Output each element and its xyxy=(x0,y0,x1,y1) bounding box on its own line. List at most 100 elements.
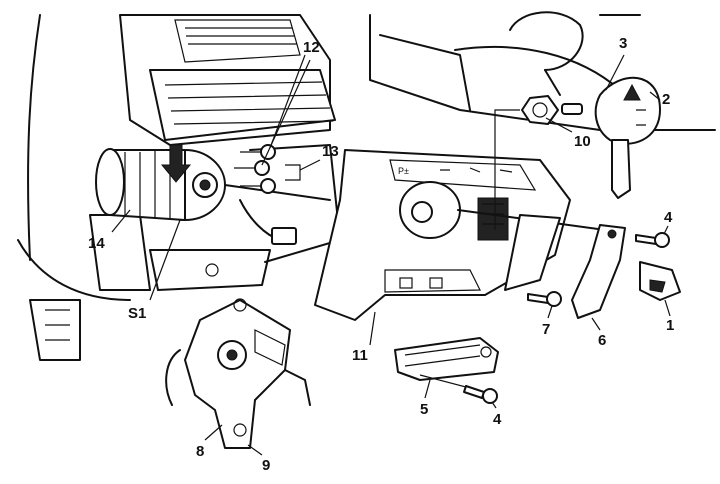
knob-center xyxy=(411,201,433,223)
thumbwheel-slot xyxy=(477,197,509,241)
leader-4a xyxy=(663,225,669,235)
terminal-screw xyxy=(240,178,276,194)
leader-3 xyxy=(605,54,625,91)
leader-13 xyxy=(299,159,321,171)
leader-9 xyxy=(247,444,263,456)
leader-2 xyxy=(649,91,661,101)
panel-side-bracket xyxy=(504,214,561,291)
vent-ribs xyxy=(164,81,334,125)
bracket-top-hole xyxy=(233,298,247,312)
leader-8 xyxy=(204,424,223,441)
callout-11: 11 xyxy=(352,347,368,364)
mounting-bracket-8 xyxy=(165,298,311,449)
cover-6-body xyxy=(571,224,626,319)
terminal-screw xyxy=(234,160,270,176)
ignition-switch-s1 xyxy=(95,144,331,221)
leader-6 xyxy=(591,317,601,331)
key-head xyxy=(594,76,661,145)
left-foot-ribs xyxy=(45,309,70,341)
screw-4-upper xyxy=(635,232,670,248)
panel-clip-right xyxy=(429,277,443,289)
lock-nut-10 xyxy=(494,95,583,230)
screw-7 xyxy=(527,291,562,307)
panel-lower-recess xyxy=(384,269,481,293)
bracket-8-spring xyxy=(165,349,181,406)
callout-2: 2 xyxy=(662,91,670,108)
bracket-8-window xyxy=(254,329,286,366)
ignition-key-2 xyxy=(594,76,661,199)
center-stack-edge xyxy=(249,144,341,263)
lower-console-tray xyxy=(149,249,271,291)
callout-7: 7 xyxy=(542,321,550,338)
key-triangle-icon xyxy=(623,83,641,101)
leader-4b xyxy=(491,401,497,409)
leader-10 xyxy=(545,117,573,133)
bracket-8-bore xyxy=(226,349,238,361)
terminal-screws-12 xyxy=(234,144,301,245)
callout-1: 1 xyxy=(666,317,674,334)
callout-10: 10 xyxy=(574,133,591,150)
leader-5 xyxy=(424,379,431,399)
leader-12 xyxy=(269,54,306,149)
callout-4-upper: 4 xyxy=(664,209,673,226)
insertion-arrow-icon xyxy=(160,144,192,183)
lock-pin-3 xyxy=(561,103,583,115)
steering-column-shroud xyxy=(454,45,621,91)
callout-labels: 12 13 14 S1 3 2 10 4 1 6 7 11 5 4 8 9 xyxy=(88,35,674,474)
nut-bore xyxy=(532,102,548,118)
callout-13: 13 xyxy=(322,143,339,160)
panel-clip-left xyxy=(399,277,413,289)
callout-9: 9 xyxy=(262,457,270,474)
cap-1-recess xyxy=(649,279,666,293)
cylinder-grooves xyxy=(124,150,171,219)
leader-1 xyxy=(664,299,671,317)
harness-connector xyxy=(271,227,297,245)
dashboard-background xyxy=(17,11,716,361)
panel-top-strip xyxy=(389,159,537,191)
leader-12b xyxy=(261,59,311,166)
bracket-8-arm xyxy=(284,369,311,406)
bracket-5-body xyxy=(394,337,499,381)
bracket-5-hole xyxy=(480,346,492,358)
cap-1 xyxy=(639,261,681,301)
air-vent xyxy=(174,19,301,63)
leader-11 xyxy=(369,311,376,346)
leader-7 xyxy=(547,305,553,319)
wiring-bracket xyxy=(285,164,301,181)
rotor-center xyxy=(199,179,211,191)
key-blade xyxy=(611,139,631,199)
leader-14 xyxy=(111,209,131,233)
bracket-8-body xyxy=(184,299,291,449)
dash-panel-line xyxy=(379,34,471,111)
column-link xyxy=(544,69,561,96)
tray-clip xyxy=(205,263,219,277)
callout-14: 14 xyxy=(88,235,105,252)
callout-8: 8 xyxy=(196,443,204,460)
panel-indicators xyxy=(440,167,513,173)
callout-3: 3 xyxy=(619,35,627,52)
callout-s1: S1 xyxy=(128,305,146,322)
callout-12: 12 xyxy=(303,39,320,56)
left-foot-panel xyxy=(29,299,81,361)
bracket-9-hole xyxy=(233,423,247,437)
callout-6: 6 xyxy=(598,332,606,349)
leader-lines xyxy=(111,54,671,456)
steering-column-top xyxy=(509,11,584,71)
bracket-5 xyxy=(394,337,499,393)
callout-4-lower: 4 xyxy=(493,411,502,428)
cover-6-hole xyxy=(607,229,617,239)
nut-axis-line xyxy=(494,109,520,230)
switch-panel-11: P± xyxy=(314,149,621,321)
terminal-screw xyxy=(240,144,276,160)
left-lower-line xyxy=(17,239,131,301)
vent-housing xyxy=(149,69,336,141)
lock-cylinder-face xyxy=(95,148,125,216)
screw-4-lower xyxy=(463,385,498,404)
panel-symbol: P± xyxy=(398,166,409,176)
leader-s1 xyxy=(149,219,181,301)
callout-5: 5 xyxy=(420,401,428,418)
hex-nut xyxy=(521,95,559,125)
switch-axis-line xyxy=(224,184,331,201)
